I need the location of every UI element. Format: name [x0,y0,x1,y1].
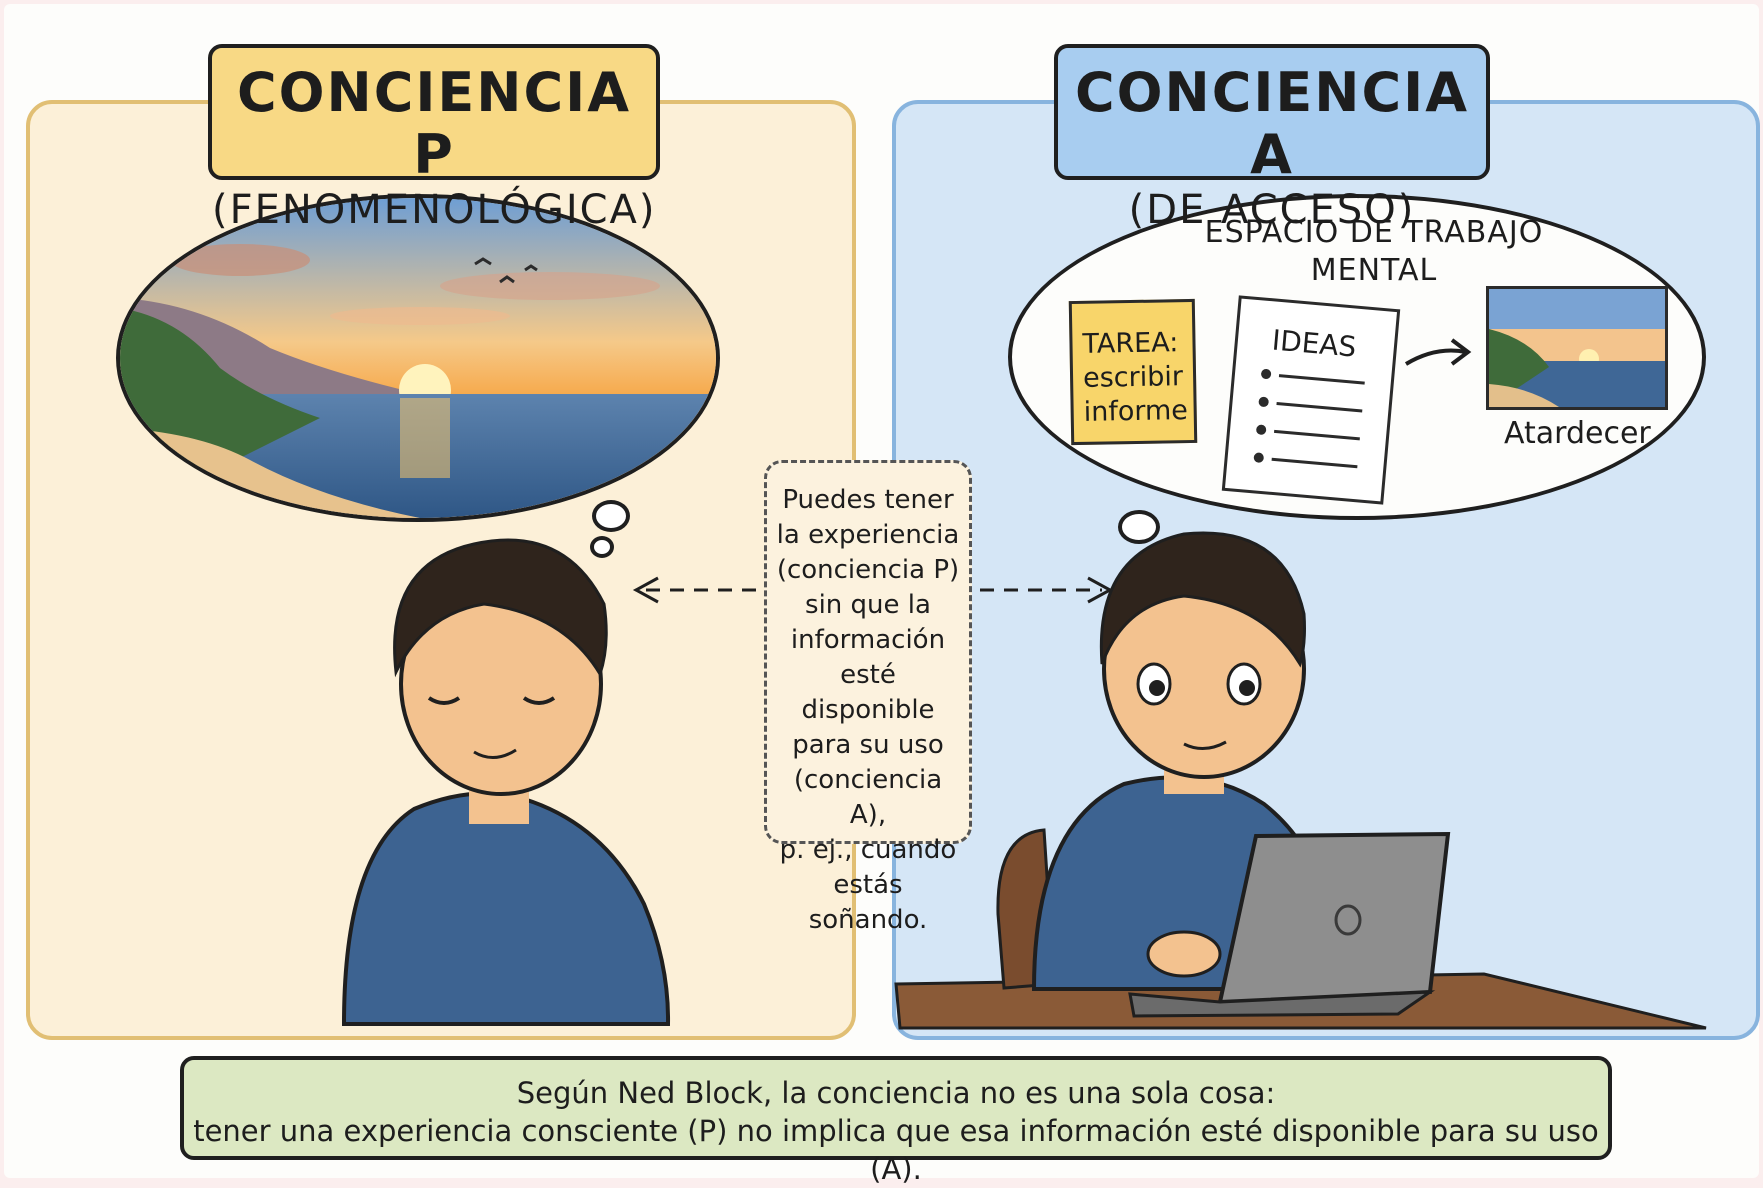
note-line: para su uso [792,730,944,760]
laptop-icon [1128,831,1451,1018]
illustration-layer [341,338,1707,1030]
sunset-scene [120,198,716,518]
note-line: (conciencia P) [776,555,960,585]
note-line: la experiencia [776,520,960,550]
sunset-thumbnail [1486,286,1668,410]
center-note: Puedes tener la experiencia (conciencia … [764,460,972,935]
image-caption: Atardecer [1504,416,1651,451]
note-line: sin que la [805,590,931,620]
thought-dot [592,500,630,532]
note-line: Puedes tener [782,485,954,515]
note-line: p. ej., cuando [779,835,957,865]
thought-dot [590,536,614,558]
note-line: esté disponible [801,660,935,725]
caption-line: tener una experiencia consciente (P) no … [193,1114,1599,1186]
note-line: (conciencia A), [793,765,943,830]
workspace-title: ESPACIO DE TRABAJO MENTAL [1204,215,1544,288]
arrow-head [1450,338,1472,366]
sunset-thumbnail-icon [1489,289,1665,407]
sunset-thought-bubble [116,194,720,522]
title-subtitle: (DE ACCESO) [1128,187,1416,233]
arrow-icon [1404,348,1467,366]
note-line: estás soñando. [808,870,928,935]
note-line: información [790,625,946,655]
title-main: CONCIENCIA P [236,61,632,186]
diagram-canvas: ESPACIO DE TRABAJO MENTAL TAREA: escribi… [4,4,1760,1186]
bottom-caption: Según Ned Block, la conciencia no es una… [180,1056,1612,1186]
dashed-arrow-left [632,576,756,604]
title-subtitle: (FENOMENOLÓGICA) [212,187,657,233]
title-conciencia-p: CONCIENCIA P (FENOMENOLÓGICA) [208,44,660,233]
thought-dot [1118,510,1160,544]
caption-line: Según Ned Block, la conciencia no es una… [516,1076,1276,1110]
title-conciencia-a: CONCIENCIA A (DE ACCESO) [1054,44,1490,233]
dashed-arrow-right [980,576,1114,604]
title-main: CONCIENCIA A [1074,61,1470,186]
working-person [1031,531,1327,991]
dreaming-person [341,538,671,1026]
